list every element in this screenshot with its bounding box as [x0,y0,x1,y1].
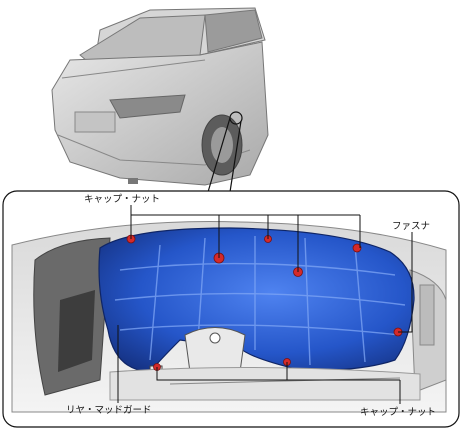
rear-mudguard [98,227,415,373]
label-fastener: ファスナ [392,221,431,232]
label-rear-mudguard: リヤ・マッドガード [66,405,152,416]
callout-line-left [207,117,231,193]
leader-lines [117,205,413,404]
detail-illustration [11,220,447,413]
label-cap-nut-bottom: キャップ・ナット [360,407,437,418]
car-illustration [51,7,269,186]
cap-nut-marker [352,243,362,253]
callout-line-right [229,120,242,193]
label-cap-nut-top: キャップ・ナット [84,194,161,205]
